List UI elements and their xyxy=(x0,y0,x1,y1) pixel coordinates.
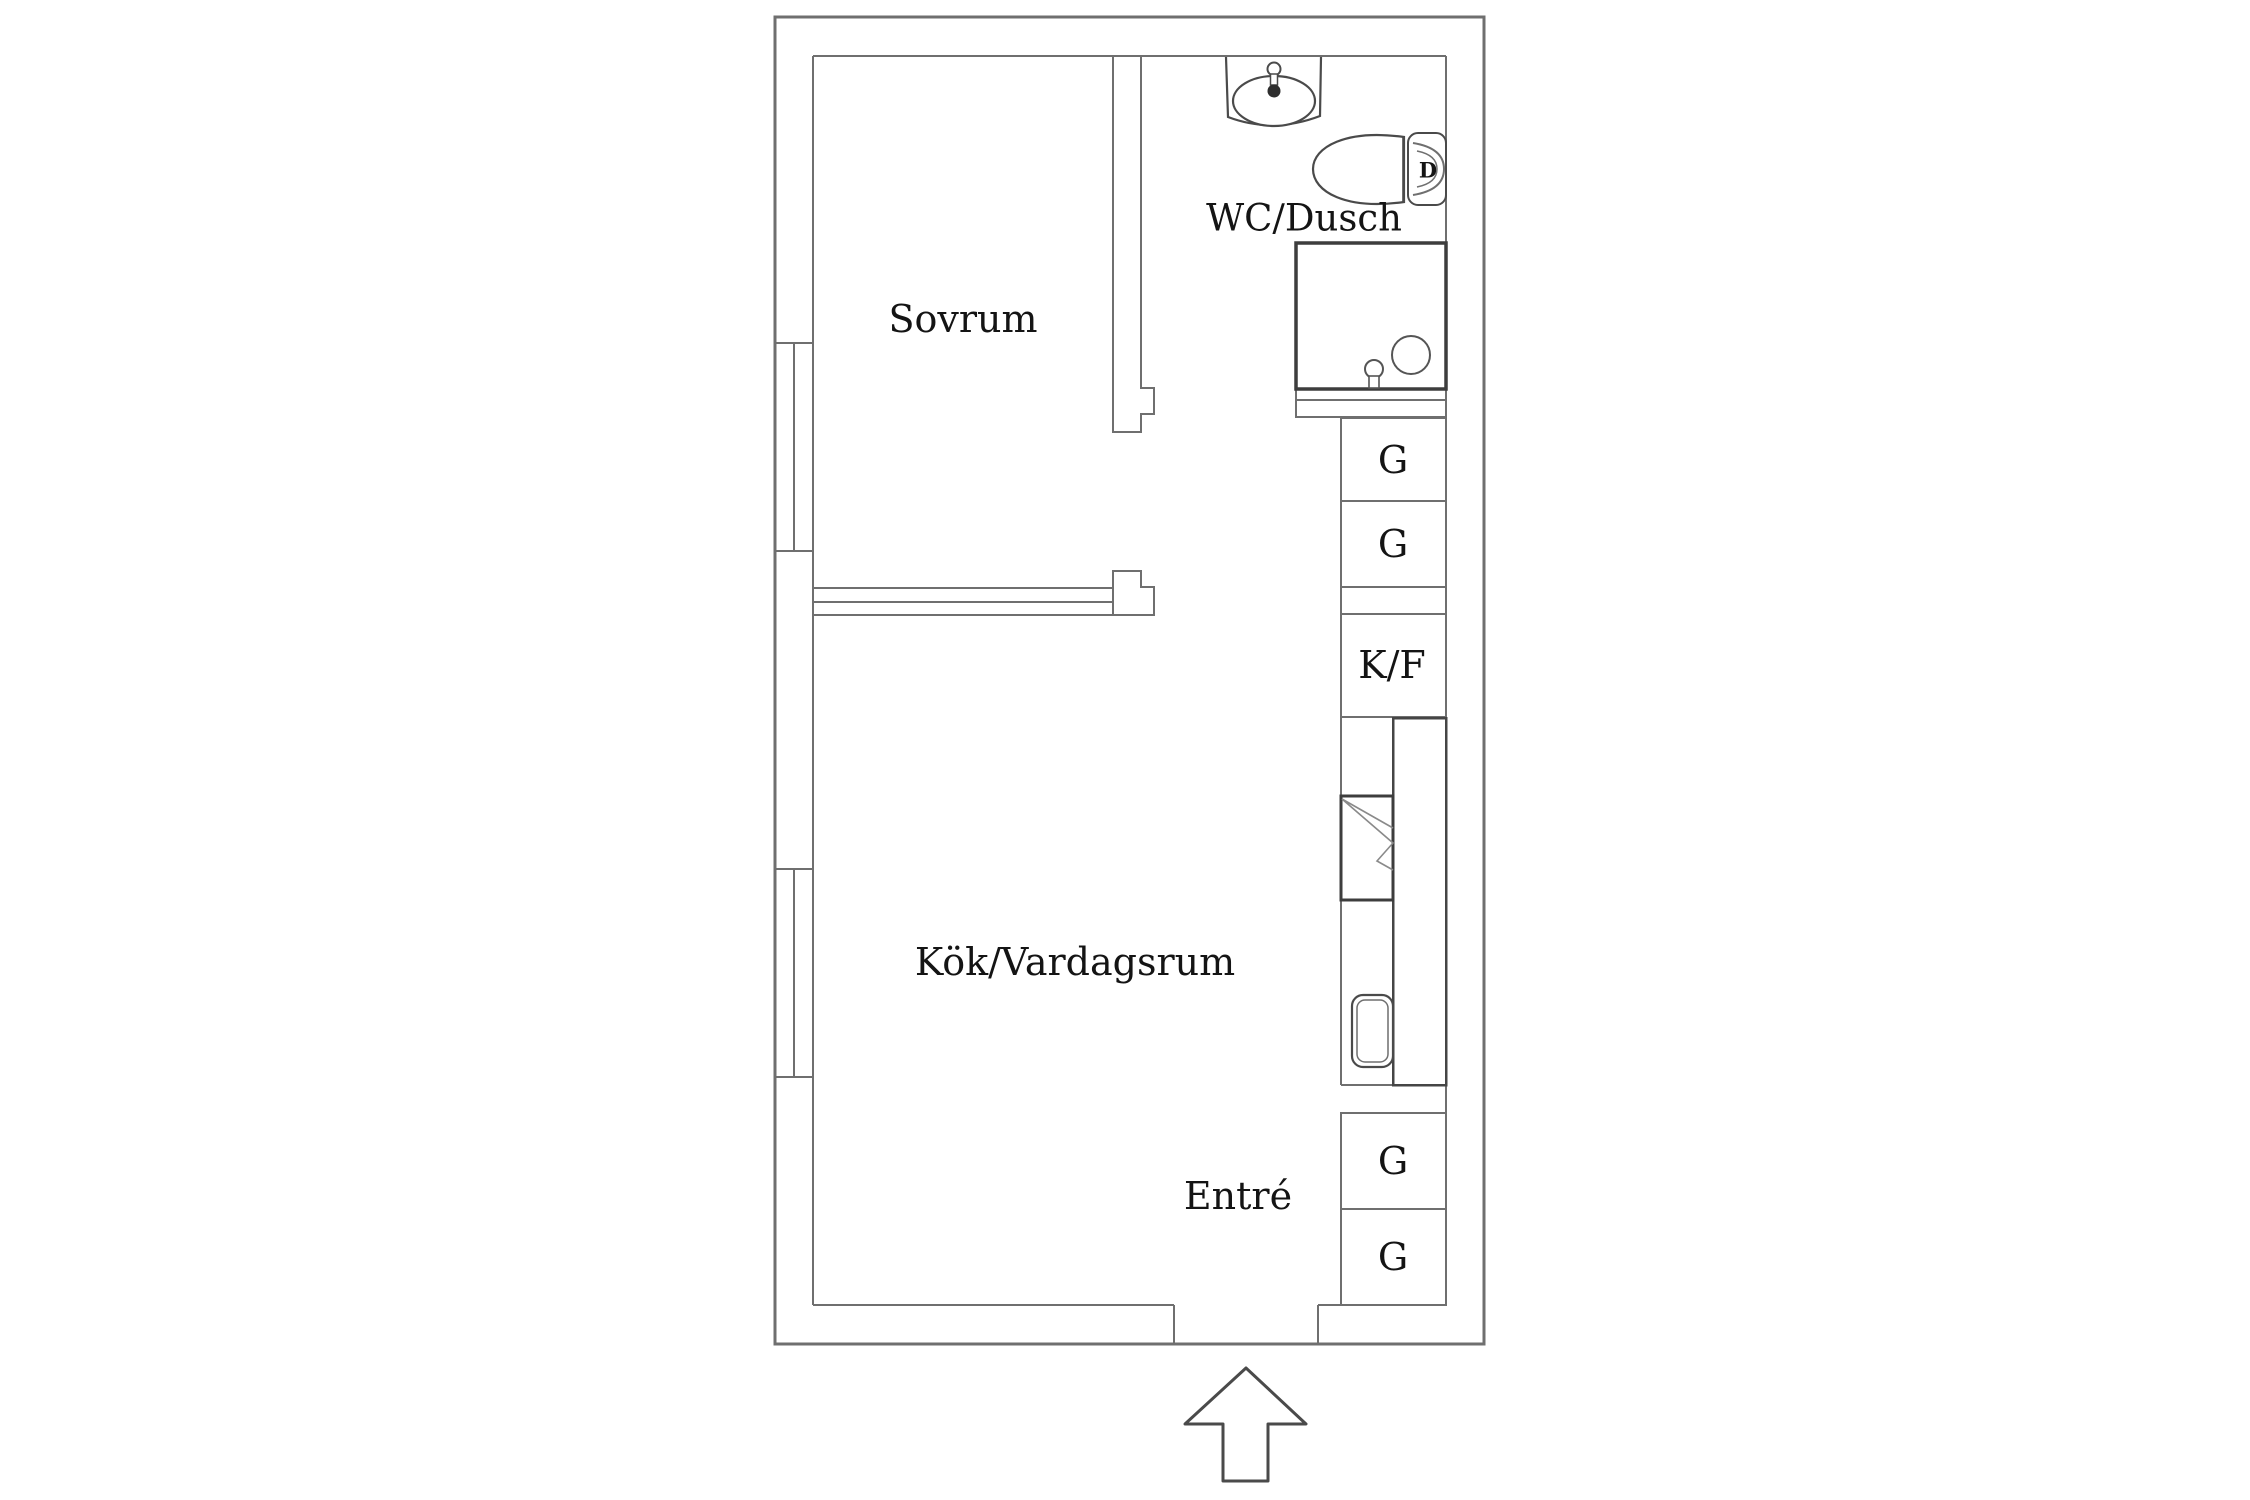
kitchen-sink-inner xyxy=(1356,999,1389,1063)
toilet-cistern-arc-outer xyxy=(1412,142,1446,196)
bedroom-door-jamb-block xyxy=(1112,570,1155,616)
stove-box xyxy=(1339,794,1395,902)
label-fridge-freezer: K/F xyxy=(1358,643,1426,687)
label-wardrobe-3: G xyxy=(1377,1139,1409,1183)
bathroom-bottom-wall xyxy=(1295,399,1447,418)
label-bathroom: WC/Dusch xyxy=(1206,196,1402,240)
label-wardrobe-2: G xyxy=(1377,522,1409,566)
label-wardrobe-4: G xyxy=(1377,1235,1409,1279)
upper-wardrobe-pair xyxy=(1340,417,1447,588)
kitchen-run-group xyxy=(1340,417,1448,1306)
stove-symbol-icon xyxy=(1341,798,1395,871)
outer-wall xyxy=(773,15,1486,1346)
label-toilet-cistern: D xyxy=(1418,157,1438,183)
faucet-spout-icon xyxy=(1267,84,1281,98)
bathroom-fixtures-group xyxy=(1224,56,1448,391)
bathroom-wall-group xyxy=(1295,390,1447,418)
label-bedroom: Sovrum xyxy=(888,297,1038,341)
room-divider-group xyxy=(814,587,1113,616)
kitchen-appliances-group xyxy=(1339,794,1395,1069)
toilet-bowl xyxy=(1311,133,1406,206)
shower-drain-icon xyxy=(1391,335,1431,375)
label-wardrobe-1: G xyxy=(1377,438,1409,482)
entrance-arrow-icon xyxy=(1183,1366,1308,1483)
label-entrance: Entré xyxy=(1183,1174,1293,1218)
label-kitchen-living: Kök/Vardagsrum xyxy=(914,940,1236,984)
shower-mixer-base-icon xyxy=(1368,375,1380,389)
worktop-strip xyxy=(1391,716,1448,1087)
fridge-freezer-box xyxy=(1340,613,1447,718)
toilet-cistern-arc-inner xyxy=(1416,150,1438,188)
faucet-stem-icon xyxy=(1269,73,1279,86)
windows-group xyxy=(775,342,813,1078)
bedroom-partition-group xyxy=(1112,55,1155,616)
bedroom-right-wall xyxy=(1112,55,1155,433)
